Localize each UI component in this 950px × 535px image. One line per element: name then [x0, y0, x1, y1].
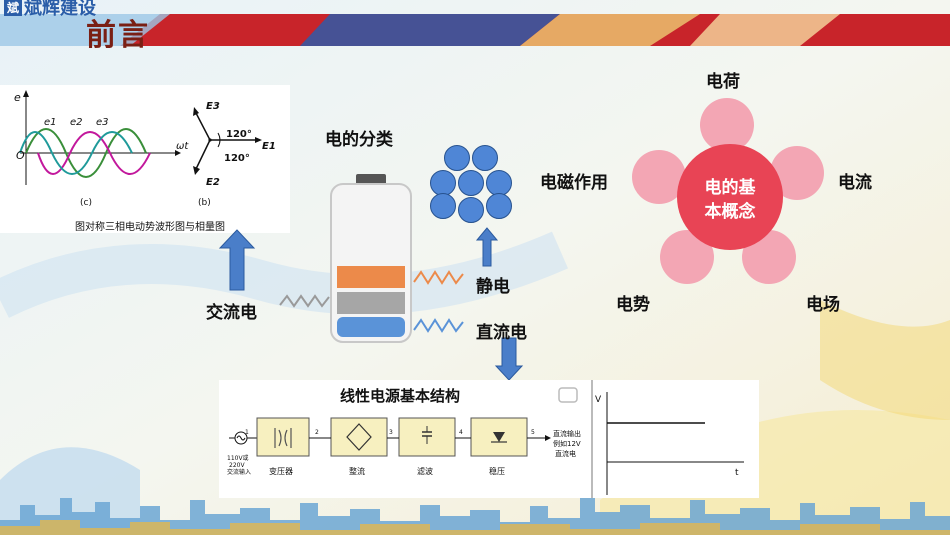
logo-mark: 斌: [4, 0, 22, 16]
output-text-3: 直流电: [555, 449, 576, 458]
dc-down-arrow-icon: [494, 337, 524, 381]
concept-center-line2: 本概念: [704, 202, 756, 222]
linear-power-title: 线性电源基本结构: [340, 387, 461, 405]
wave-label-e3: e3: [96, 117, 109, 128]
concept-charge-label: 电荷: [706, 72, 740, 92]
axis-e-label: e: [14, 91, 21, 104]
phasor-e2-label: E2: [206, 177, 220, 188]
input-text-1: 110V或: [227, 454, 249, 462]
node-number-3: 3: [389, 429, 393, 436]
copy-icon: [558, 387, 578, 403]
node-number-4: 4: [459, 429, 463, 436]
static-up-arrow-icon: [475, 227, 499, 267]
linear-power-diagram: 1 2 3 4 5 变压器 整流 滤波 稳压 110V或 220V 交流输入 直…: [227, 380, 744, 498]
concept-center-text: 电的基 本概念: [680, 176, 780, 224]
node-number-5: 5: [531, 429, 535, 436]
sphere: [444, 145, 470, 171]
subfig-c-label: (c): [80, 198, 92, 208]
input-text-3: 交流输入: [227, 468, 251, 476]
subfig-b-label: (b): [198, 198, 211, 208]
classification-title: 电的分类: [325, 130, 393, 150]
input-text-2: 220V: [229, 462, 245, 469]
sphere: [486, 193, 512, 219]
stage-regulator-label: 稳压: [489, 466, 505, 476]
concept-center-line1: 电的基: [704, 178, 756, 198]
axis-origin-label: O: [16, 149, 25, 162]
node-number-1: 1: [245, 429, 249, 436]
stage-transformer-label: 变压器: [269, 466, 293, 476]
logo-text: 斌辉建设: [24, 0, 96, 19]
node-number-2: 2: [315, 429, 319, 436]
wave-label-e1: e1: [44, 117, 57, 128]
stage-rectifier-label: 整流: [349, 466, 365, 476]
concept-potential-label: 电势: [616, 295, 650, 315]
angle-label-2: 120°: [224, 153, 250, 164]
wave-label-e2: e2: [70, 117, 83, 128]
dc-graph-x-label: t: [735, 468, 739, 478]
concept-electromagnetic-label: 电磁作用: [540, 173, 608, 193]
sphere: [472, 145, 498, 171]
page-title: 前言: [86, 18, 150, 53]
waveform-figure-panel: [0, 85, 290, 233]
battery-icon: [330, 174, 412, 343]
concept-center: [677, 144, 783, 250]
axis-wt-label: ωt: [176, 141, 189, 152]
static-zigzag: [413, 270, 464, 285]
waveform-figure: e O ωt e1 e2 e3 (c) (b) E3 E1 E2 120° 12…: [14, 90, 276, 208]
sphere: [458, 170, 484, 196]
ac-zigzag: [279, 294, 330, 308]
waveform-caption: 图对称三相电动势波形图与相量图: [75, 222, 225, 233]
sphere: [430, 193, 456, 219]
dc-zigzag: [413, 318, 464, 333]
petal-top: [700, 98, 754, 152]
up-arrow-icon: [218, 229, 256, 291]
angle-label-1: 120°: [226, 129, 252, 140]
transformer-box: [256, 417, 310, 457]
ac-label: 交流电: [206, 303, 257, 323]
phasor-e3-label: E3: [206, 101, 220, 112]
output-text-2: 例如12V: [553, 439, 581, 448]
concept-current-label: 电流: [838, 173, 872, 193]
sphere: [458, 197, 484, 223]
static-label: 静电: [476, 277, 510, 297]
dc-graph-y-label: V: [595, 395, 602, 405]
concept-field-label: 电场: [806, 295, 840, 315]
phasor-e1-label: E1: [262, 141, 276, 152]
stage-filter-label: 滤波: [417, 466, 433, 476]
output-text-1: 直流输出: [553, 429, 581, 438]
dc-label: 直流电: [476, 323, 527, 343]
